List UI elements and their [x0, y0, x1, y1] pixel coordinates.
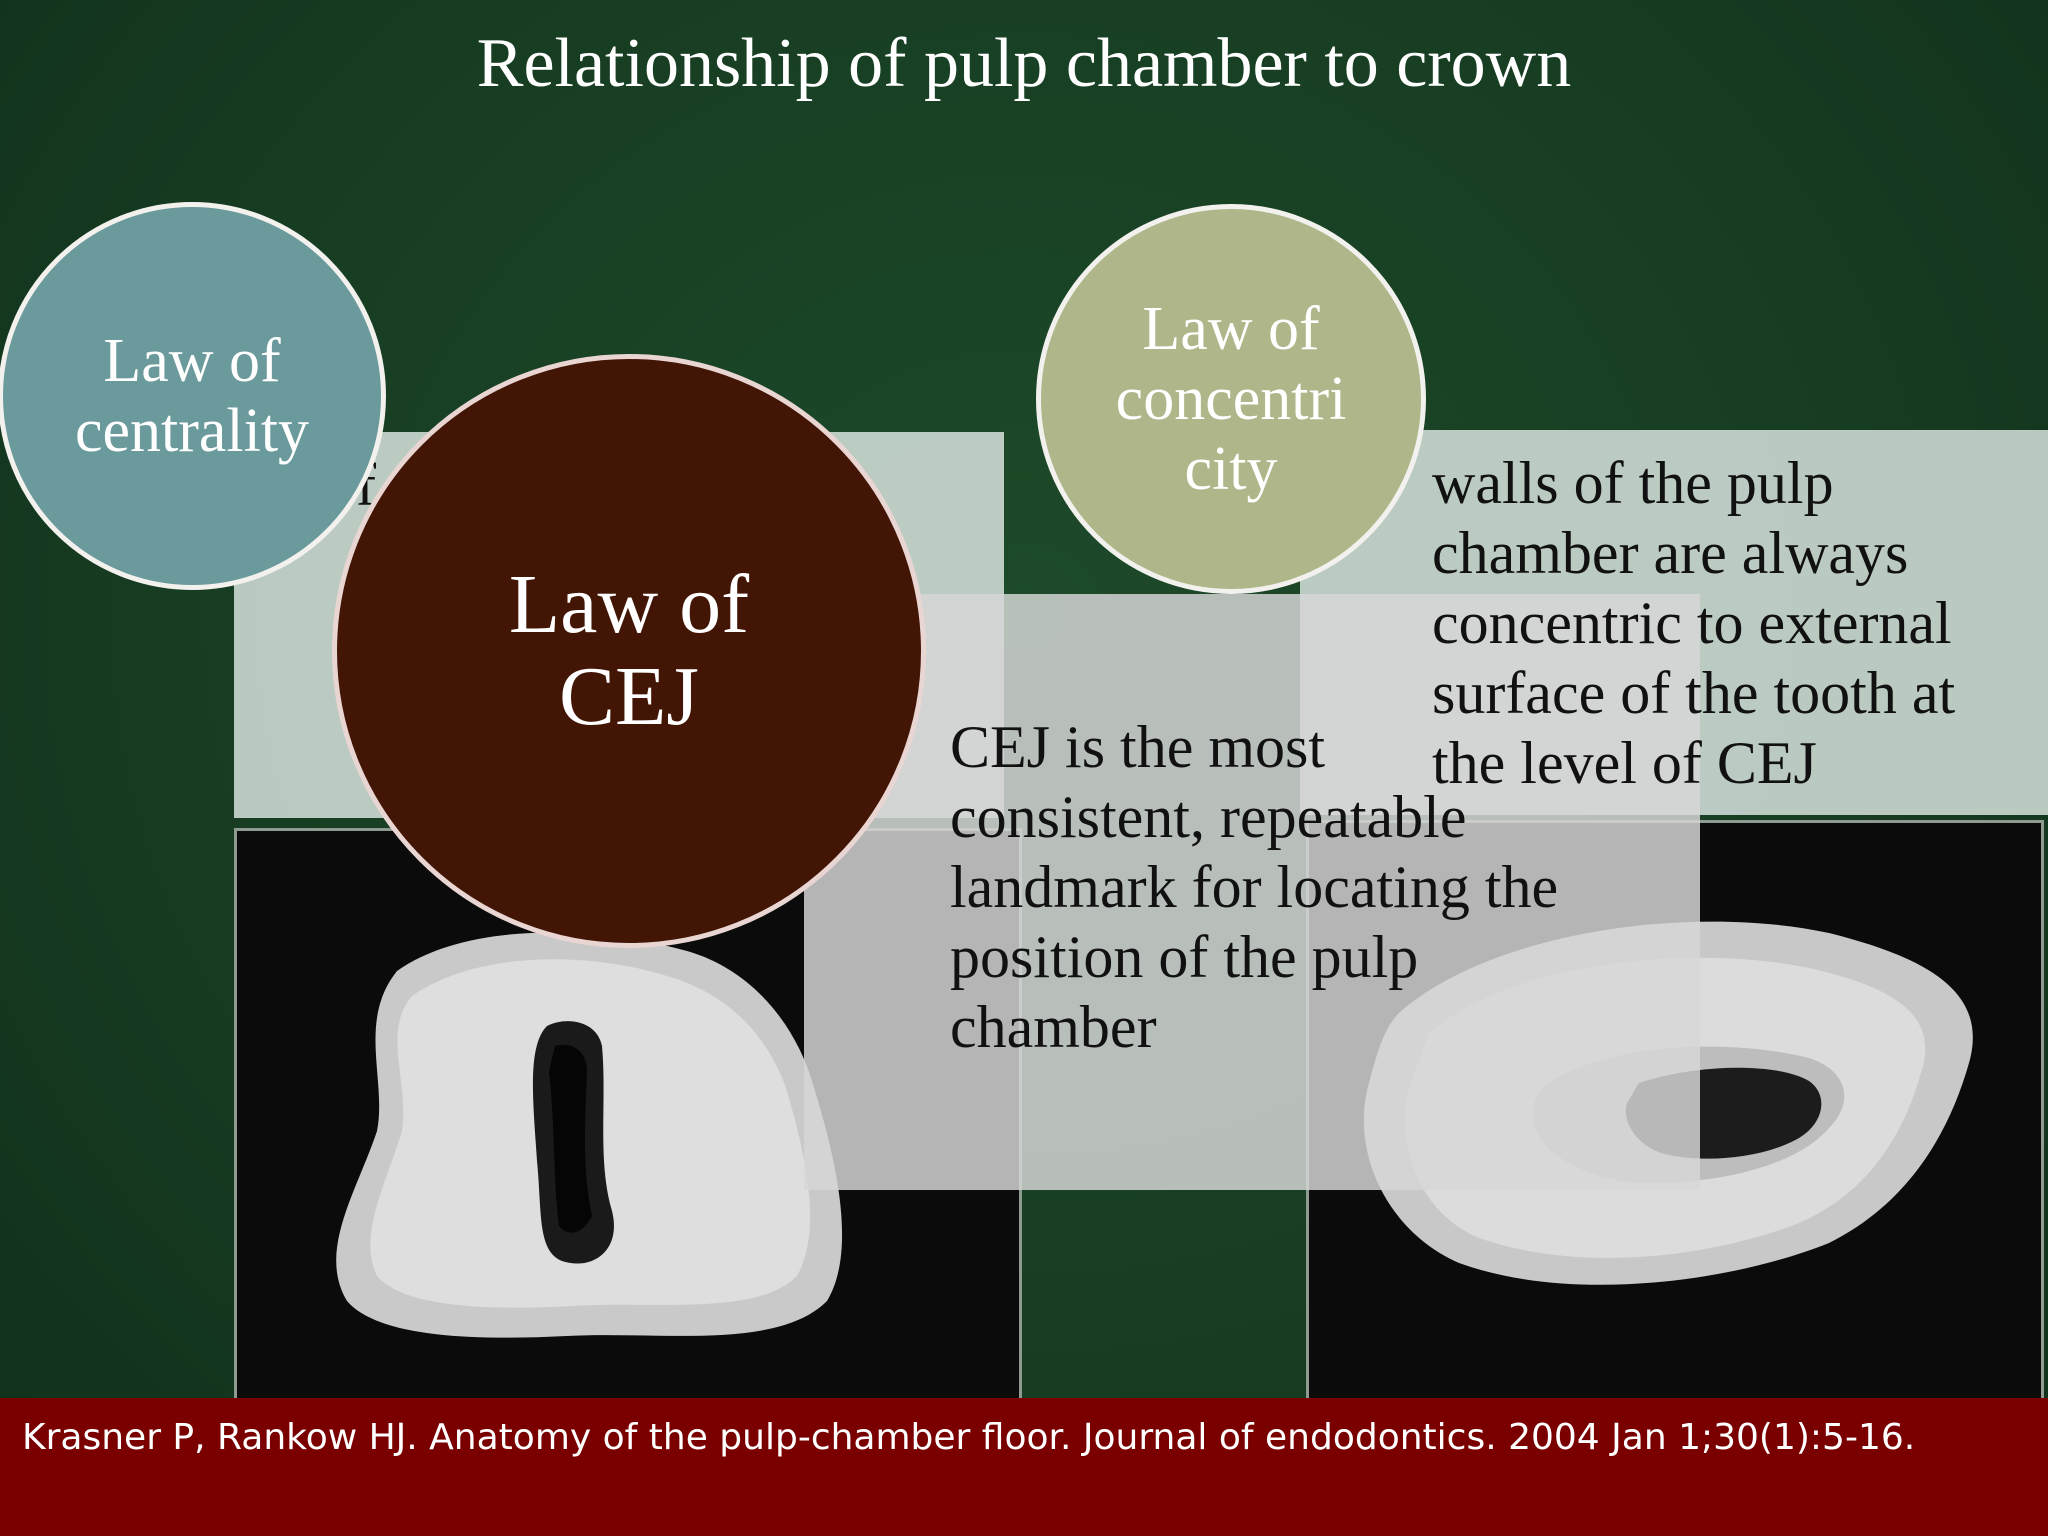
law-of-centrality-label: Law of centrality [74, 327, 310, 465]
law-of-concentricity-circle: Law of concentri city [1036, 204, 1426, 594]
law-of-centrality-circle: Law of centrality [0, 202, 386, 590]
law-of-concentricity-label: Law of concentri city [1115, 295, 1347, 503]
text-panel-center [804, 594, 1700, 1190]
cej-description: CEJ is the most consistent, repeatable l… [950, 714, 1559, 1060]
citation-text: Krasner P, Rankow HJ. Anatomy of the pul… [22, 1417, 1916, 1458]
law-of-cej-circle: Law of CEJ [332, 354, 926, 948]
footer-bar: Krasner P, Rankow HJ. Anatomy of the pul… [0, 1398, 2048, 1536]
slide-title: Relationship of pulp chamber to crown [476, 25, 1572, 102]
concentricity-description: walls of the pulp chamber are always con… [1432, 450, 1956, 796]
law-of-cej-label: Law of CEJ [508, 558, 750, 743]
